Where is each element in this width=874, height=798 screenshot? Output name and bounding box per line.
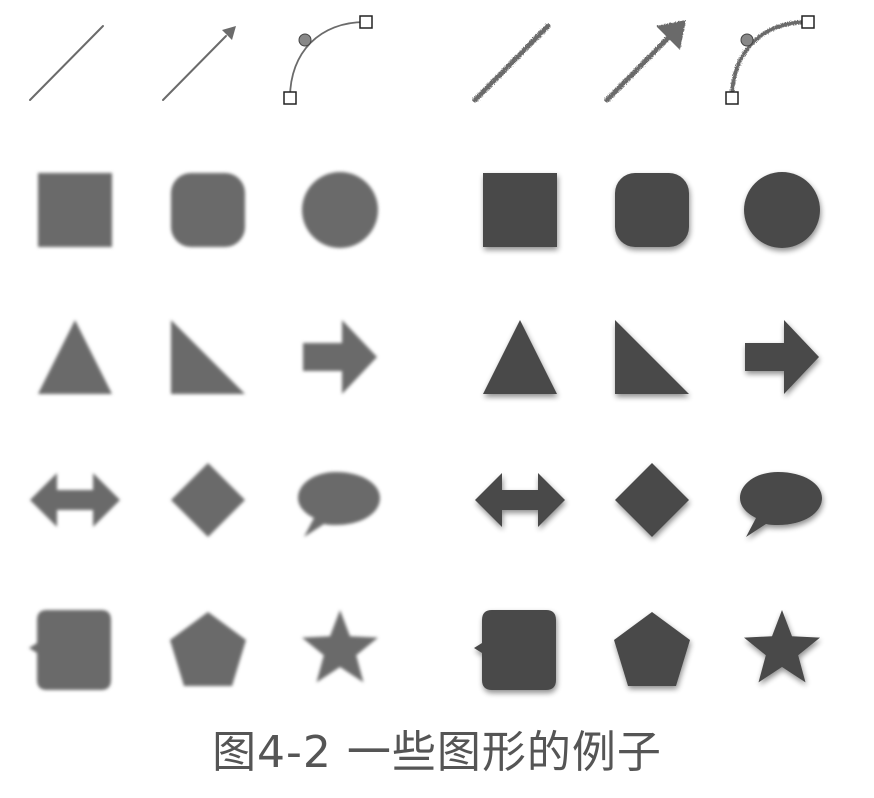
- circle-icon: [744, 172, 820, 248]
- triangle-icon: [38, 320, 112, 394]
- panel-sketch-style: [472, 15, 822, 690]
- circle-icon: [302, 172, 378, 248]
- rounded-square-icon: [615, 173, 689, 247]
- right-triangle-icon: [171, 320, 245, 394]
- figure-caption: 图4-2 一些图形的例子: [212, 727, 662, 778]
- star-icon: [744, 610, 820, 683]
- pentagon-icon: [614, 612, 690, 686]
- line-icon: [29, 25, 104, 101]
- rounded-square-icon: [171, 173, 245, 247]
- curve-icon: [283, 15, 373, 105]
- diamond-icon: [171, 463, 245, 537]
- callout-box-icon: [29, 610, 111, 690]
- triangle-icon: [483, 320, 557, 394]
- panel-plain-style: [29, 15, 380, 690]
- arrow-line-icon: [162, 26, 236, 101]
- square-icon: [483, 173, 557, 247]
- star-icon: [302, 610, 378, 683]
- right-triangle-icon: [615, 320, 689, 394]
- curve-icon: [725, 15, 815, 105]
- double-arrow-icon: [30, 473, 120, 527]
- square-icon: [38, 173, 112, 247]
- callout-box-icon: [474, 610, 556, 690]
- speech-bubble-icon: [740, 472, 822, 537]
- double-arrow-icon: [475, 473, 565, 527]
- pentagon-icon: [170, 612, 246, 686]
- line-icon: [472, 23, 551, 103]
- diamond-icon: [615, 463, 689, 537]
- arrow-line-icon: [604, 20, 686, 103]
- arrow-right-icon: [745, 320, 819, 394]
- speech-bubble-icon: [298, 472, 380, 537]
- arrow-right-icon: [303, 320, 377, 394]
